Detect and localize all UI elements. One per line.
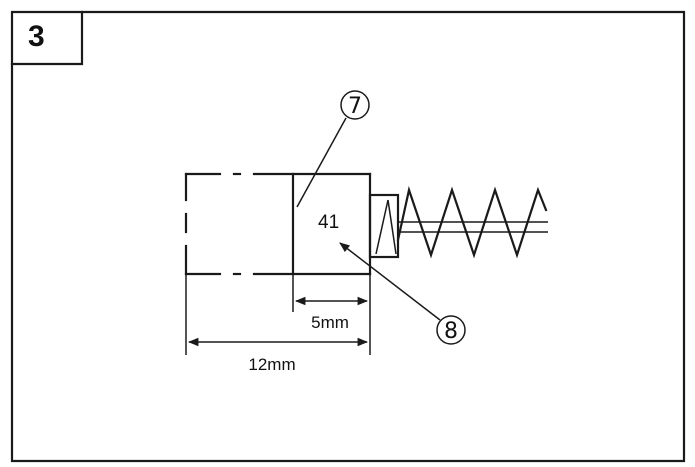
brush-cap: [368, 193, 400, 259]
svg-text:5mm: 5mm: [311, 313, 349, 332]
step-number: 3: [28, 20, 45, 53]
svg-text:8: 8: [444, 319, 458, 344]
callout-8: 8: [339, 242, 466, 345]
callout-7: 7: [296, 90, 370, 208]
step-tab-edge: [10, 10, 84, 66]
dimension-12mm: 12mm: [185, 274, 369, 374]
svg-text:12mm: 12mm: [248, 355, 295, 374]
brush-body: [184, 172, 372, 276]
dimension-5mm: 5mm: [292, 274, 371, 355]
svg-text:7: 7: [348, 94, 362, 119]
part-number: 41: [318, 212, 339, 233]
spring: [396, 185, 548, 259]
figure-frame: [10, 10, 686, 463]
